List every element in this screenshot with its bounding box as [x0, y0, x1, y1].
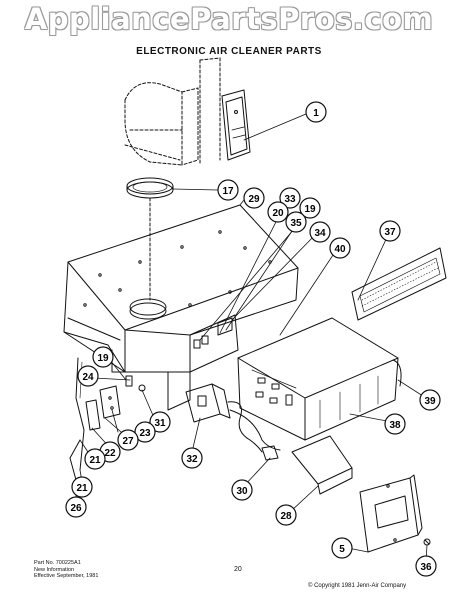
callout-30: 30 [231, 479, 253, 501]
callout-26-text: 26 [70, 503, 82, 514]
callout-31-text: 31 [154, 418, 166, 429]
callout-27-text: 27 [122, 436, 134, 447]
callout-20: 20 [267, 201, 289, 223]
duct-channel-drawing [199, 57, 221, 166]
callout-21b: 21 [71, 476, 93, 498]
leader-lines [75, 113, 428, 563]
part-17-round-collar [126, 177, 174, 199]
copyright-notice: © Copyright 1981 Jenn-Air Company [308, 583, 407, 589]
callout-36: 36 [415, 555, 437, 577]
footer-part-number: Part No. 700225A1 [34, 560, 81, 566]
callout-28: 28 [275, 504, 297, 526]
callout-labels: 1 17 29 33 20 19 35 34 40 37 19 24 31 23… [65, 101, 441, 577]
callout-35: 35 [285, 211, 307, 233]
callout-26: 26 [65, 496, 87, 518]
callout-5: 5 [331, 537, 353, 559]
callout-32-text: 32 [186, 454, 198, 465]
callout-1: 1 [305, 101, 327, 123]
callout-21b-text: 21 [76, 483, 88, 494]
callout-39: 39 [419, 389, 441, 411]
callout-19b: 19 [92, 346, 114, 368]
part-28-cover-plate [291, 435, 353, 495]
footer-new-information: New Information [34, 566, 75, 573]
callout-37-text: 37 [384, 227, 396, 238]
callout-1-text: 1 [313, 108, 319, 119]
part-36-screw [423, 538, 431, 546]
callout-24-text: 24 [82, 372, 94, 383]
part-37-filter-cell [351, 247, 447, 321]
callout-33-text: 33 [284, 194, 296, 205]
callout-21a-text: 21 [89, 455, 101, 466]
callout-27: 27 [117, 429, 139, 451]
housing-lower-box [111, 314, 239, 411]
callout-21a: 21 [84, 448, 106, 470]
callout-23: 23 [134, 421, 156, 443]
callout-40: 40 [329, 237, 351, 259]
callout-30-text: 30 [236, 486, 248, 497]
footer-part-info: Part No. 700225A1 New Information Effect… [34, 560, 98, 580]
callout-39-text: 39 [424, 396, 436, 407]
callout-17-text: 17 [222, 186, 234, 197]
callout-40-text: 40 [334, 244, 346, 255]
callout-36-text: 36 [420, 562, 432, 573]
callout-33: 33 [279, 187, 301, 209]
callout-29: 29 [243, 187, 265, 209]
callout-19b-text: 19 [97, 353, 109, 364]
diagram-title: ELECTRONIC AIR CLEANER PARTS [136, 46, 322, 57]
callout-31: 31 [149, 411, 171, 433]
part-29-main-housing [63, 197, 299, 373]
callout-23-text: 23 [139, 428, 151, 439]
callout-20-text: 20 [272, 208, 284, 219]
callout-34: 34 [309, 221, 331, 243]
part-5-mounting-bracket [359, 474, 423, 553]
callout-34-text: 34 [314, 228, 326, 239]
callout-24: 24 [77, 365, 99, 387]
page-number: 20 [234, 566, 242, 573]
callout-5-text: 5 [339, 544, 345, 555]
part-32-switch-assembly [185, 383, 281, 451]
callout-38: 38 [384, 413, 406, 435]
callout-37: 37 [379, 220, 401, 242]
callout-35-text: 35 [290, 218, 302, 229]
watermark-text: AppliancePartsPros.com [24, 2, 434, 36]
callout-19a-text: 19 [304, 204, 316, 215]
callout-38-text: 38 [389, 420, 401, 431]
callout-28-text: 28 [280, 511, 292, 522]
footer-effective-date: Effective September, 1981 [34, 573, 99, 579]
part-1-wall-plate [221, 89, 251, 161]
part-30-harness-plug [249, 439, 279, 461]
duct-collar-drawing [124, 82, 199, 166]
callout-19a: 19 [299, 197, 321, 219]
callout-32: 32 [181, 447, 203, 469]
callout-29-text: 29 [248, 194, 260, 205]
callout-17: 17 [217, 179, 239, 201]
callout-22-text: 22 [104, 448, 116, 459]
part-38-power-box [237, 317, 402, 441]
